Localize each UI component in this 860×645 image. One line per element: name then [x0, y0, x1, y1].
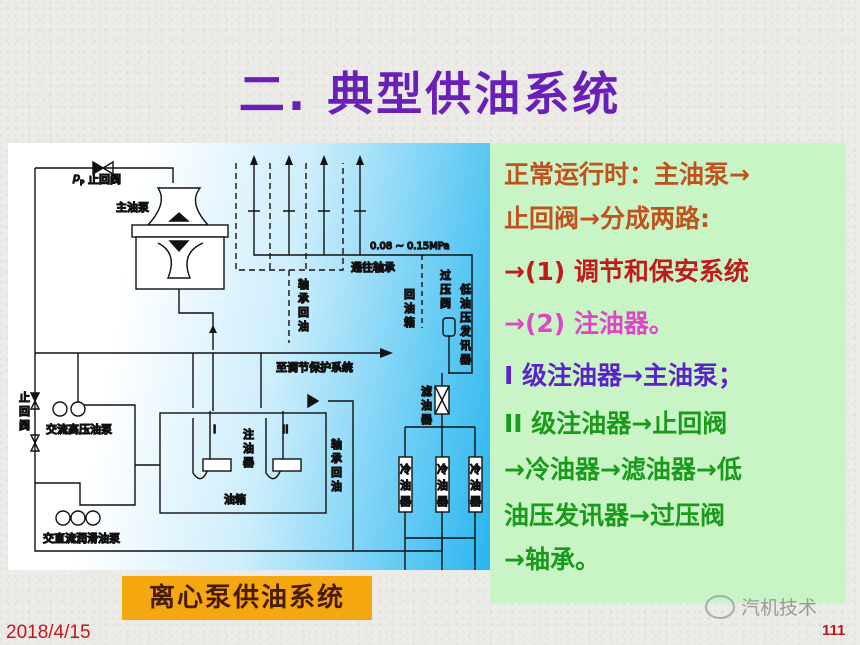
svg-text:阀: 阀	[440, 296, 451, 310]
svg-text:承: 承	[331, 452, 342, 465]
slide-title: 二. 典型供油系统	[238, 67, 622, 121]
panel-line: 正常运行时：主油泵→	[504, 160, 750, 189]
panel-line: →(2) 注油器。	[504, 309, 674, 338]
svg-text:回: 回	[19, 405, 30, 418]
diagram-caption: 离心泵供油系统	[122, 576, 372, 620]
svg-text:器: 器	[421, 413, 432, 426]
panel-line: →轴承。	[504, 545, 600, 574]
svg-text:主油泵: 主油泵	[116, 200, 149, 214]
svg-text:油: 油	[421, 398, 432, 412]
panel-line: 止回阀→分成两路:	[504, 204, 710, 233]
svg-text:低: 低	[460, 283, 471, 296]
svg-text:油: 油	[331, 479, 342, 493]
bearing-lines	[235, 155, 366, 343]
svg-text:0.08 ~ 0.15MPa: 0.08 ~ 0.15MPa	[370, 241, 450, 252]
panel-line: →冷油器→滤油器→低	[504, 455, 742, 484]
svg-text:轴: 轴	[331, 437, 342, 451]
svg-text:油: 油	[470, 478, 481, 492]
svg-text:冷: 冷	[400, 463, 411, 476]
svg-text:承: 承	[298, 292, 309, 305]
svg-text:止: 止	[19, 391, 30, 404]
oil-tank	[159, 412, 327, 514]
svg-text:p: p	[72, 171, 80, 184]
svg-text:冷: 冷	[437, 463, 448, 476]
svg-text:讯: 讯	[460, 339, 471, 352]
svg-text:发: 发	[460, 324, 471, 338]
injector-nozzle-icon	[202, 458, 232, 472]
cooler-group: 冷油器 冷油器 冷油器	[398, 456, 483, 513]
svg-text:器: 器	[243, 456, 254, 469]
svg-text:止回阀: 止回阀	[88, 172, 121, 186]
wechat-icon	[705, 594, 735, 619]
svg-text:冷: 冷	[470, 463, 481, 476]
svg-text:器: 器	[400, 495, 411, 508]
svg-text:油: 油	[298, 319, 309, 333]
svg-text:轴: 轴	[298, 277, 309, 291]
svg-text:油: 油	[243, 441, 254, 455]
svg-text:阀: 阀	[19, 418, 30, 432]
panel-line: →(1) 调节和保安系统	[504, 257, 749, 286]
svg-text:器: 器	[437, 495, 448, 508]
ac-pump-icon	[52, 401, 68, 417]
svg-text:箱: 箱	[404, 315, 415, 329]
oil-supply-diagram: p P 止回阀 主油泵 至调节保护系统 0.08 ~ 0.15MPa 通往轴承 …	[8, 143, 490, 570]
svg-text:压: 压	[440, 283, 451, 296]
svg-text:回: 回	[404, 288, 415, 301]
panel-line: 油压发讯器→过压阀	[504, 501, 725, 530]
pressure-switch-icon	[442, 317, 456, 337]
svg-text:器: 器	[470, 495, 481, 508]
svg-text:II: II	[282, 423, 289, 436]
watermark: 汽机技术	[705, 593, 817, 620]
svg-text:回: 回	[298, 306, 309, 319]
svg-text:交流高压油泵: 交流高压油泵	[46, 422, 112, 436]
explanation-panel: 正常运行时：主油泵→ 止回阀→分成两路: →(1) 调节和保安系统 →(2) 注…	[490, 143, 846, 603]
svg-text:器: 器	[460, 353, 471, 366]
svg-text:交直流润滑油泵: 交直流润滑油泵	[43, 531, 120, 545]
main-pump-icon	[131, 187, 229, 290]
svg-text:油: 油	[437, 478, 448, 492]
svg-text:P: P	[80, 179, 84, 187]
svg-text:回: 回	[331, 466, 342, 479]
lube-pump-icon	[55, 510, 71, 526]
svg-text:注: 注	[243, 427, 254, 441]
svg-text:滤: 滤	[421, 385, 432, 398]
svg-text:油: 油	[460, 296, 471, 310]
check-valve-icon	[92, 160, 105, 176]
svg-text:通往轴承: 通往轴承	[351, 260, 395, 274]
svg-text:至调节保护系统: 至调节保护系统	[276, 360, 353, 374]
svg-text:I: I	[213, 423, 216, 436]
panel-line: II 级注油器→止回阀	[504, 409, 728, 438]
page-number: 111	[822, 622, 846, 639]
svg-text:油: 油	[404, 301, 415, 315]
svg-text:油箱: 油箱	[224, 492, 246, 506]
panel-line: I 级注油器→主油泵；	[504, 361, 743, 390]
slide-date: 2018/4/15	[6, 622, 91, 643]
svg-text:过: 过	[440, 269, 451, 282]
bearing-return-label: 轴 承 回 油	[297, 276, 309, 333]
svg-text:压: 压	[460, 311, 471, 324]
svg-text:油: 油	[400, 478, 411, 492]
